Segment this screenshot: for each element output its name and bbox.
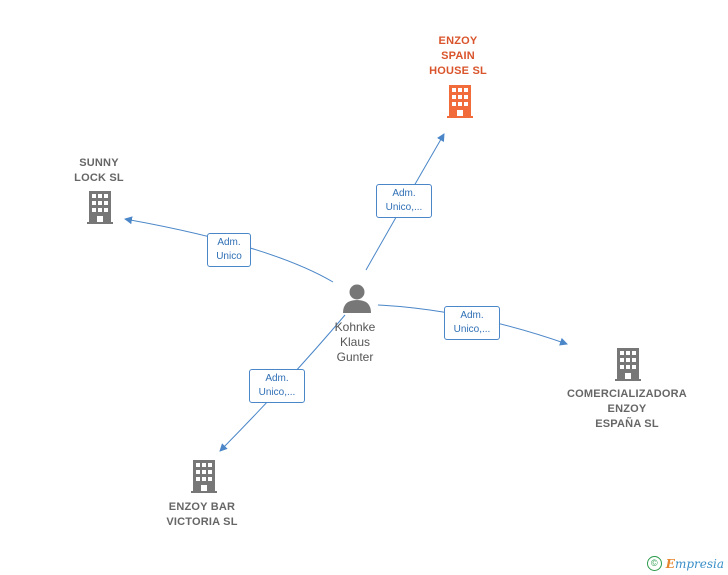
building-icon-enzoy-bar[interactable] <box>191 460 217 493</box>
empresia-watermark: © Empresia <box>646 556 724 571</box>
edge-label-to-sunny-lock[interactable]: Adm. Unico <box>207 233 251 267</box>
copyright-icon: © <box>646 556 662 571</box>
person-icon[interactable] <box>343 284 371 314</box>
node-label-kohnke[interactable]: Kohnke Klaus Gunter <box>334 320 376 364</box>
edge-label-to-enzoy-bar[interactable]: Adm. Unico,... <box>249 369 305 403</box>
node-label-enzoy-spain[interactable]: ENZOY SPAIN HOUSE SL <box>429 35 487 77</box>
building-icon-comercializadora[interactable] <box>615 348 641 381</box>
brand-rest: mpresia <box>674 556 724 571</box>
brand-initial: E <box>665 556 675 571</box>
node-label-comercializadora[interactable]: COMERCIALIZADORA ENZOY ESPAÑA SL <box>567 388 687 430</box>
empresia-logo: Empresia <box>666 557 724 571</box>
node-label-enzoy-bar[interactable]: ENZOY BAR VICTORIA SL <box>166 501 238 528</box>
edge-label-to-comercializadora[interactable]: Adm. Unico,... <box>444 306 500 340</box>
building-icon-sunny-lock[interactable] <box>87 191 113 224</box>
edge-label-to-enzoy-spain[interactable]: Adm. Unico,... <box>376 184 432 218</box>
building-icon-enzoy-spain[interactable] <box>447 85 473 118</box>
node-label-sunny-lock[interactable]: SUNNY LOCK SL <box>74 157 124 184</box>
